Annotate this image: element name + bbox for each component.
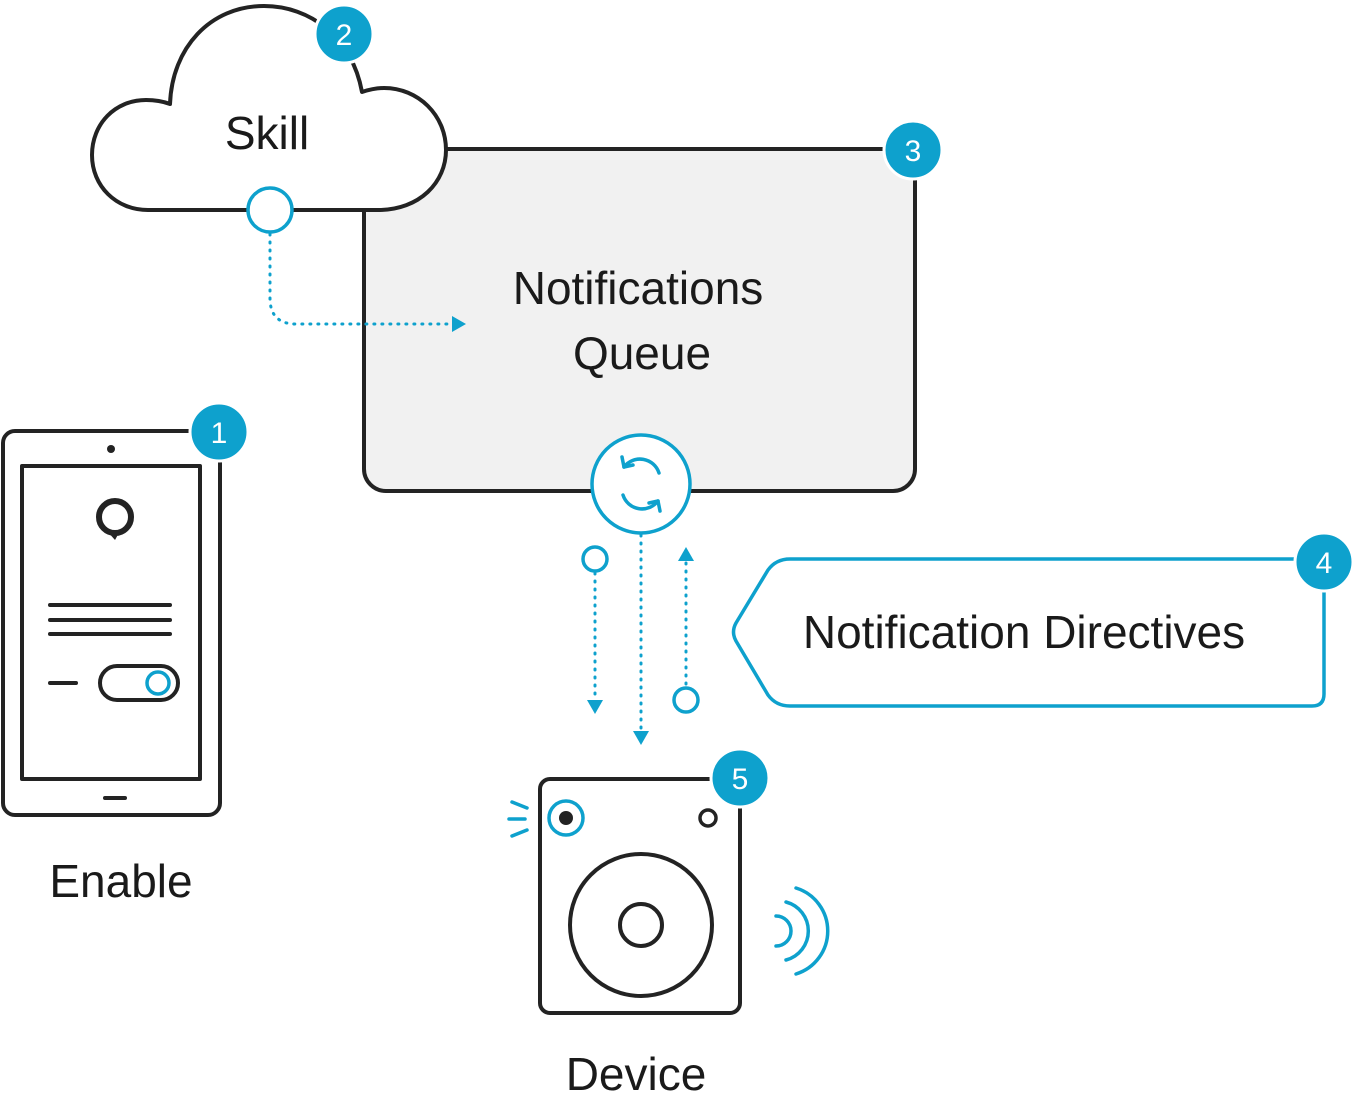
alexa-logo-icon	[96, 498, 134, 540]
svg-text:3: 3	[905, 135, 922, 168]
enable-label: Enable	[49, 855, 192, 907]
svg-text:2: 2	[336, 19, 353, 52]
left-connector-arrowhead	[587, 700, 603, 714]
notification-directives-label: Notification Directives	[803, 606, 1245, 658]
sound-waves-icon	[774, 886, 830, 976]
step-badge-3: 3	[882, 119, 944, 181]
skill-cloud-node: Skill	[90, 4, 448, 234]
queue-device-connectors	[581, 533, 700, 745]
notifications-queue-label-line2: Queue	[573, 327, 711, 379]
svg-text:1: 1	[211, 417, 228, 450]
skill-label: Skill	[225, 107, 309, 159]
step-badge-2: 2	[313, 3, 375, 65]
skill-output-port	[246, 186, 294, 234]
speaker-device-icon	[507, 777, 830, 1015]
center-connector-arrowhead	[633, 731, 649, 745]
step-badge-5: 5	[709, 747, 771, 809]
skill-to-queue-arrowhead	[452, 316, 466, 332]
right-connector-end-port	[672, 686, 700, 714]
svg-text:4: 4	[1316, 547, 1333, 580]
notifications-queue-label-line1: Notifications	[513, 262, 764, 314]
svg-text:5: 5	[732, 763, 749, 796]
notifications-queue-node: Notifications Queue	[362, 147, 917, 493]
right-connector-arrowhead	[678, 547, 694, 561]
step-badge-1: 1	[188, 401, 250, 463]
tablet-icon	[1, 429, 222, 817]
notification-directives-callout: Notification Directives	[731, 557, 1326, 708]
skill-to-queue-connector	[268, 232, 454, 326]
cloud-icon	[90, 4, 448, 212]
sync-icon	[590, 433, 692, 535]
enable-toggle-icon	[98, 664, 180, 702]
step-badge-4: 4	[1293, 531, 1355, 593]
left-connector-start-port	[581, 545, 609, 573]
device-label: Device	[566, 1048, 707, 1100]
led-flash-icon	[507, 800, 529, 838]
